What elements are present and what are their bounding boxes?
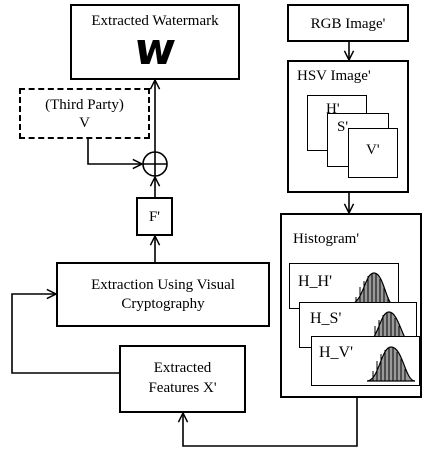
extracted-features-label-line2: Features X' <box>148 380 217 396</box>
extracted-watermark-box: Extracted Watermark w <box>70 4 240 80</box>
hist-s-label: H_S' <box>310 310 342 327</box>
hist-h-curve-icon <box>347 272 395 306</box>
hsv-image-label: HSV Image' <box>297 68 371 84</box>
hist-h-card: H_H' <box>289 263 399 309</box>
arrow-v-to-xor <box>87 139 142 164</box>
f-prime-label: F' <box>148 209 161 225</box>
extracted-features-box: Extracted Features X' <box>119 345 246 413</box>
hsv-image-box: HSV Image' H' S' V' <box>287 60 409 193</box>
third-party-v-label: V <box>79 115 90 131</box>
extraction-label-line1: Extraction Using Visual <box>91 277 235 293</box>
s-channel-label: S' <box>337 119 349 135</box>
histogram-box: Histogram' H_H' H_S' H_V' <box>280 213 422 398</box>
third-party-box: (Third Party) V <box>19 88 150 139</box>
histogram-label: Histogram' <box>293 231 360 247</box>
rgb-image-box: RGB Image' <box>287 4 409 42</box>
arrow-features-to-extraction <box>11 294 119 374</box>
v-channel-box: V' <box>348 128 398 178</box>
xor-icon <box>142 151 168 177</box>
extracted-features-label-line1: Extracted <box>153 360 212 376</box>
rgb-image-label: RGB Image' <box>310 16 386 32</box>
hist-v-card: H_V' <box>311 336 420 386</box>
arrow-histogram-to-features <box>183 398 358 447</box>
watermark-glyph: w <box>132 24 179 75</box>
v-channel-label: V' <box>366 142 380 158</box>
extraction-label-line2: Cryptography <box>121 296 205 312</box>
f-prime-box: F' <box>136 197 173 236</box>
hist-v-label: H_V' <box>319 344 353 361</box>
extraction-box: Extraction Using Visual Cryptography <box>56 262 270 327</box>
hist-h-label: H_H' <box>298 273 332 290</box>
third-party-label: (Third Party) <box>45 97 124 113</box>
hist-v-curve-icon <box>366 346 416 382</box>
extracted-watermark-label: Extracted Watermark <box>91 13 219 29</box>
